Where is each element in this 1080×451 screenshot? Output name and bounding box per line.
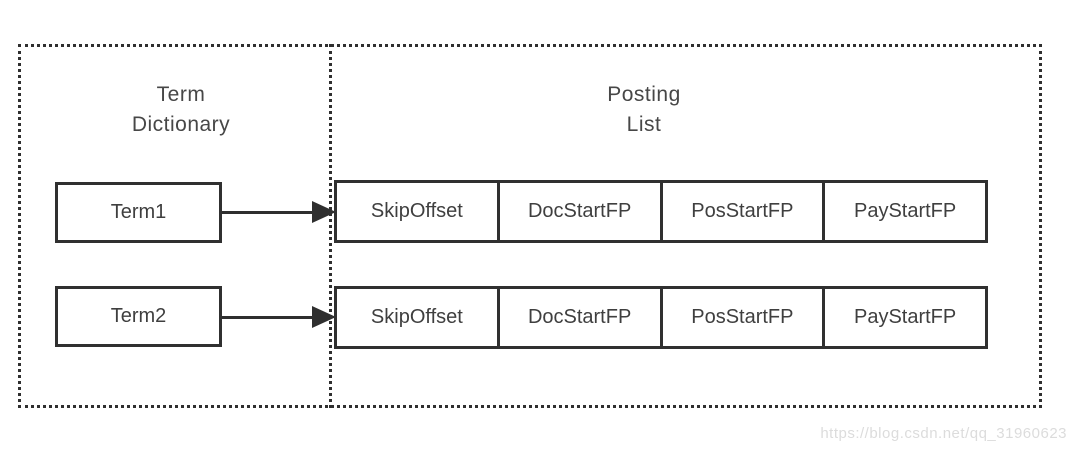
term-dictionary-title: Term Dictionary bbox=[31, 80, 331, 140]
term1-box: Term1 bbox=[55, 182, 222, 243]
term2-box: Term2 bbox=[55, 286, 222, 347]
term-dictionary-title-line1: Term bbox=[156, 83, 206, 106]
term1-arrow-line bbox=[222, 211, 314, 214]
posting-cell-skipoffset: SkipOffset bbox=[334, 180, 500, 243]
csdn-watermark: https://blog.csdn.net/qq_31960623 bbox=[820, 425, 1067, 442]
posting-cell-paystartfp: PayStartFP bbox=[822, 286, 988, 349]
panel-divider-dotted-line bbox=[329, 44, 332, 408]
posting-cell-skipoffset: SkipOffset bbox=[334, 286, 500, 349]
term2-arrow-line bbox=[222, 316, 314, 319]
posting-row-2: SkipOffset DocStartFP PosStartFP PayStar… bbox=[334, 286, 988, 349]
posting-list-title-line1: Posting bbox=[607, 83, 681, 106]
posting-cell-posstartfp: PosStartFP bbox=[659, 286, 826, 349]
posting-cell-docstartfp: DocStartFP bbox=[496, 180, 663, 243]
posting-cell-paystartfp: PayStartFP bbox=[822, 180, 988, 243]
posting-cell-docstartfp: DocStartFP bbox=[496, 286, 663, 349]
posting-cell-posstartfp: PosStartFP bbox=[659, 180, 826, 243]
outer-dotted-border bbox=[18, 44, 1042, 408]
term1-arrowhead-icon bbox=[312, 201, 336, 223]
term2-arrowhead-icon bbox=[312, 306, 336, 328]
posting-list-title: Posting List bbox=[334, 80, 954, 140]
term-dictionary-title-line2: Dictionary bbox=[131, 113, 231, 136]
posting-list-title-line2: List bbox=[626, 113, 662, 136]
posting-row-1: SkipOffset DocStartFP PosStartFP PayStar… bbox=[334, 180, 988, 243]
